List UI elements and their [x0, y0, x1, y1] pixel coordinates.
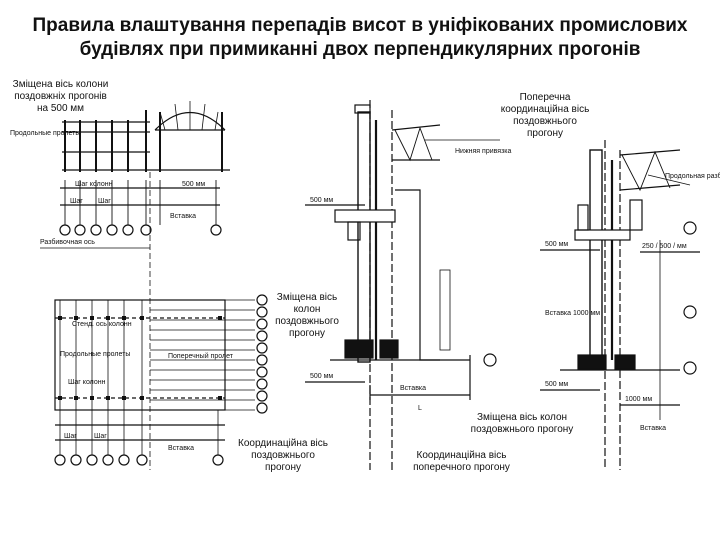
long-spans-text-plan: Продольные пролеты [60, 351, 130, 358]
mm500-text-top: 500 мм [182, 181, 205, 188]
label-coord-axis-longitudinal: Координаційна вісь поздовжнього прогону [233, 438, 333, 474]
lower-binding-text: Нижняя привязка [455, 148, 511, 155]
step-text-2: Шаг [98, 198, 111, 205]
step-text-3: Шаг [64, 433, 77, 440]
bottom-left-plan [54, 294, 268, 466]
long-spans-text: Продольные пролеты [10, 130, 80, 137]
step-text-1: Шаг [70, 198, 83, 205]
sizes-250-text: 250 / 500 / мм [642, 243, 687, 250]
insert-text-right: Вставка [640, 425, 666, 432]
insert-text-top: Вставка [170, 213, 196, 220]
right-section [540, 140, 700, 470]
mm500-text-mid: 500 мм [310, 197, 333, 204]
top-left-section [59, 101, 230, 236]
title-line-2: будівлях при примиканні двох перпендикул… [79, 39, 641, 60]
expansion-axis-text: Разбивочная ось [40, 238, 95, 246]
insert-text-mid: Вставка [400, 385, 426, 392]
label-coord-axis-transverse: Координаційна вісь поперечного прогону [404, 450, 519, 474]
step-text-4: Шаг [94, 433, 107, 440]
end-wall-axis-text: Стенд. ось колонн [72, 321, 132, 328]
label-shifted-axis-500: Зміщена вісь колони поздовжніх прогонів … [8, 79, 113, 115]
title-line-1: Правила влаштування перепадів висот в ун… [32, 15, 688, 36]
middle-section [305, 100, 500, 470]
step-cols-text-top: Шаг колонн [75, 181, 113, 188]
step-cols-text-plan: Шаг колонн [68, 379, 106, 386]
insert-1000-text: Вставка 1000 мм [545, 310, 600, 317]
page-title: Правила влаштування перепадів висот в ун… [0, 14, 720, 62]
L-text-mid: L [418, 405, 422, 412]
mm500-text-right: 500 мм [545, 241, 568, 248]
label-shifted-axis-columns: Зміщена вісь колон поздовжнього прогону [272, 292, 342, 340]
mm500-text-mid-bottom: 500 мм [310, 373, 333, 380]
label-transverse-coord-axis: Поперечна координаційна вісь поздовжньог… [500, 92, 590, 140]
long-exp-axis-text: Продольная разбивочная ось [665, 172, 720, 180]
transverse-span-text: Поперечный пролет [168, 352, 234, 360]
insert-text-plan: Вставка [168, 445, 194, 452]
label-shifted-axis-bottom-right: Зміщена вісь колон поздовжнього прогону [458, 412, 586, 436]
mm1000-text: 1000 мм [625, 396, 652, 403]
mm500-text-right-bottom: 500 мм [545, 381, 568, 388]
